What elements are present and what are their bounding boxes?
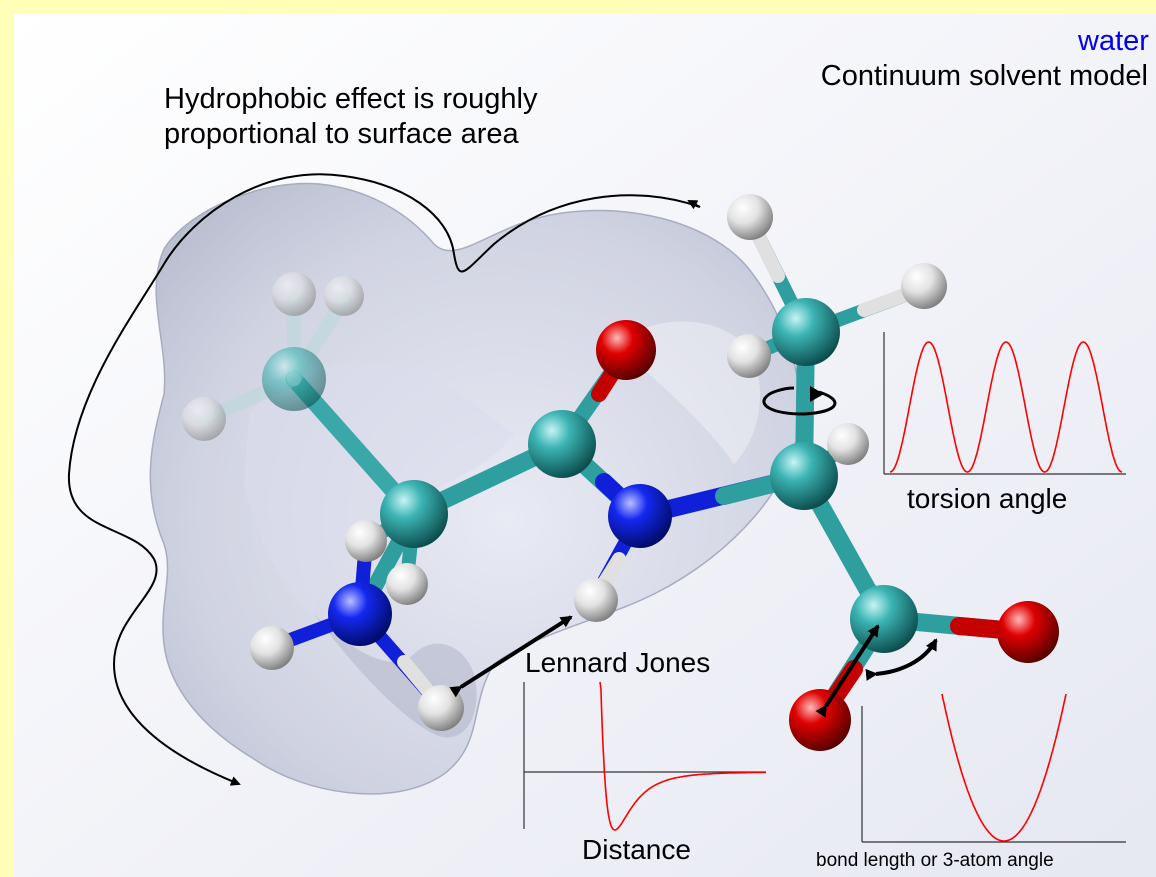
atoms [250, 194, 1059, 751]
carbon-atom [528, 410, 596, 478]
carbon-atom [772, 298, 840, 366]
torsion-plot [883, 332, 1126, 475]
hydrogen-atom [345, 520, 387, 562]
hydrogen-atom [574, 578, 618, 622]
angle-arrow [865, 638, 938, 681]
bond-plot [861, 693, 1126, 843]
oxygen-atom [596, 320, 656, 380]
bond-curve [941, 693, 1067, 842]
oxygen-atom [789, 689, 851, 751]
carbon-atom [380, 480, 448, 548]
methyl-group-faded [182, 272, 364, 441]
nitrogen-atom [328, 582, 392, 646]
diagram-canvas: water Continuum solvent model Hydrophobi… [14, 14, 1156, 877]
hydrogen-atom [727, 334, 771, 378]
surface-outline-arrow [67, 173, 701, 786]
torsion-angle-label: torsion angle [907, 483, 1068, 514]
hydrogen-atom [418, 685, 464, 731]
nitrogen-atom [608, 484, 672, 548]
hydrogen-atom [386, 563, 428, 605]
lennard-jones-plot [523, 681, 766, 831]
water-label: water [1078, 25, 1149, 57]
carbon-atom [770, 442, 838, 510]
bond-length-label: bond length or 3-atom angle [816, 850, 1054, 871]
molecule-figure [14, 14, 1156, 877]
hydrogen-atom [727, 194, 773, 240]
lennard-jones-label: Lennard Jones [525, 647, 711, 678]
carbon-atom [850, 585, 918, 653]
hydrogen-atom [250, 626, 294, 670]
oxygen-atom [997, 601, 1059, 663]
hydrogen-atom [827, 423, 869, 465]
distance-arrow [449, 615, 573, 698]
hydrophobic-label-line1: Hydrophobic effect is roughly [164, 83, 538, 115]
lj-curve [599, 681, 766, 831]
torsion-curve [889, 341, 1123, 473]
continuum-solvent-label: Continuum solvent model [820, 60, 1148, 92]
hydrogen-atom [901, 263, 947, 309]
torsion-rotation-arrow [762, 386, 837, 416]
hydrophobic-label-line2: proportional to surface area [164, 118, 519, 150]
distance-label: Distance [582, 834, 691, 865]
